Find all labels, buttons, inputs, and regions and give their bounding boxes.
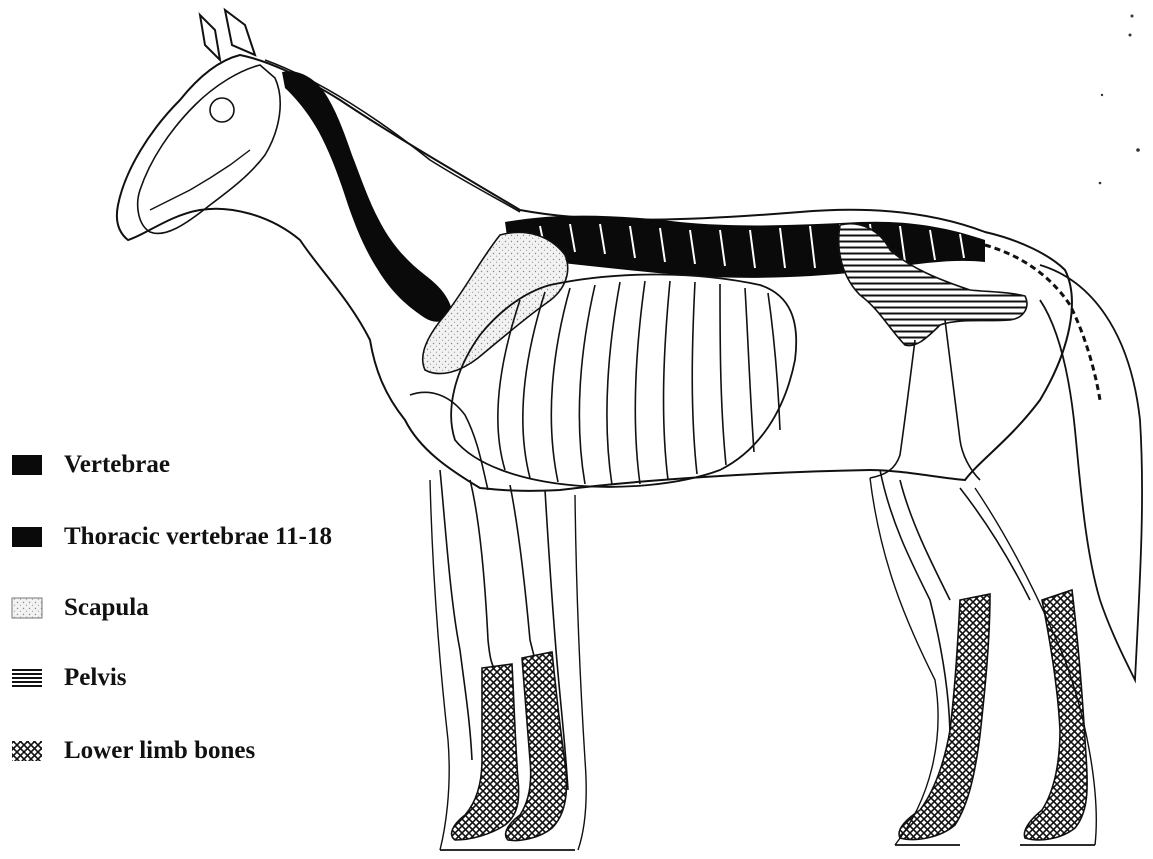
legend-item-pelvis: Pelvis xyxy=(10,658,127,698)
legend-label: Scapula xyxy=(64,594,149,622)
speckles xyxy=(1099,15,1140,185)
legend-item-scapula: Scapula xyxy=(10,588,149,628)
legend-label: Pelvis xyxy=(64,664,127,692)
hind-lower-limb-right xyxy=(1024,590,1087,840)
legend-item-thoracic-vertebrae: Thoracic vertebrae 11-18 xyxy=(10,517,332,557)
cervical-vertebrae xyxy=(282,71,452,321)
legend-item-vertebrae: Vertebrae xyxy=(10,445,170,485)
ear-right xyxy=(225,10,255,55)
legend-label: Lower limb bones xyxy=(64,737,255,765)
vertebrae-swatch xyxy=(10,452,44,478)
tail-vertebrae xyxy=(985,245,1100,400)
legend-label: Vertebrae xyxy=(64,451,170,479)
thoracic-vertebrae-swatch xyxy=(10,524,44,550)
eye-socket xyxy=(210,98,234,122)
ear-left xyxy=(200,15,220,60)
legend-label: Thoracic vertebrae 11-18 xyxy=(64,523,332,551)
scapula-swatch xyxy=(10,595,44,621)
front-lower-limb-left xyxy=(452,664,519,840)
hind-limb-bones xyxy=(870,320,1030,740)
ribs xyxy=(498,281,780,485)
teeth-row xyxy=(150,150,250,210)
lower-limb-bones-swatch xyxy=(10,738,44,764)
legend: Vertebrae Thoracic vertebrae 11-18 Scapu… xyxy=(10,445,430,775)
pelvis-swatch xyxy=(10,665,44,691)
legend-item-lower-limb-bones: Lower limb bones xyxy=(10,731,255,771)
horse-body-outline xyxy=(117,55,1072,491)
